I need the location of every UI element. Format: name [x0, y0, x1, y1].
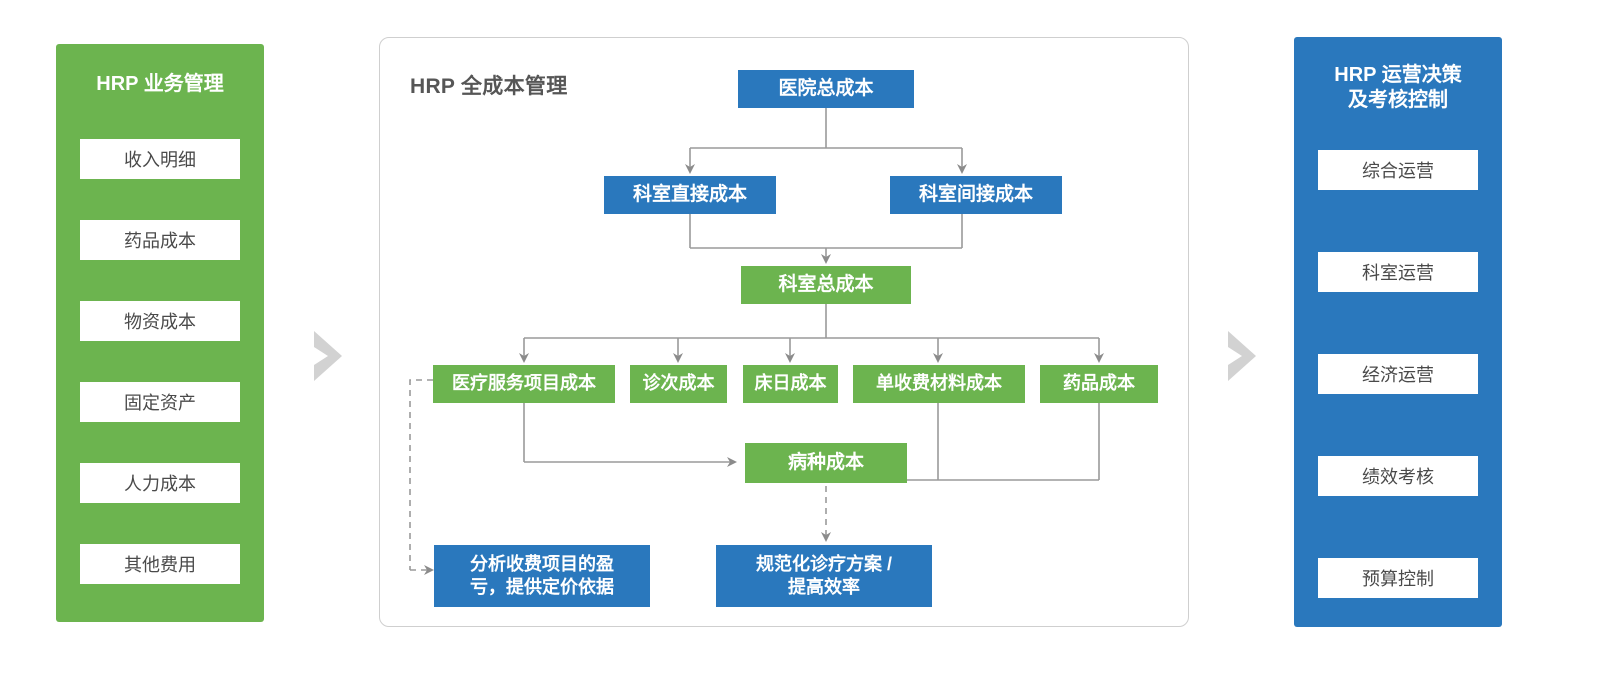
node-outcome-standard-pathway[interactable]: 规范化诊疗方案 / 提高效率	[716, 545, 932, 607]
node-dept-direct-cost[interactable]: 科室直接成本	[604, 176, 776, 214]
left-panel-item-1[interactable]: 药品成本	[80, 220, 240, 260]
left-panel-item-label: 收入明细	[124, 150, 196, 170]
node-chargeable-material-cost[interactable]: 单收费材料成本	[853, 365, 1025, 403]
right-panel-item-0[interactable]: 综合运营	[1318, 150, 1478, 190]
left-panel: HRP 业务管理 收入明细药品成本物资成本固定资产人力成本其他费用	[56, 44, 264, 622]
node-disease-cost[interactable]: 病种成本	[745, 443, 907, 483]
center-panel-title: HRP 全成本管理	[410, 75, 568, 98]
node-visit-cost[interactable]: 诊次成本	[630, 365, 727, 403]
right-panel-title: HRP 运营决策 及考核控制	[1334, 64, 1462, 111]
left-panel-item-5[interactable]: 其他费用	[80, 544, 240, 584]
node-hospital-total-cost[interactable]: 医院总成本	[738, 70, 914, 108]
right-panel-item-2[interactable]: 经济运营	[1318, 354, 1478, 394]
chevron-right-icon-2	[1222, 325, 1262, 387]
right-panel: HRP 运营决策 及考核控制 综合运营科室运营经济运营绩效考核预算控制	[1294, 37, 1502, 627]
right-panel-item-3[interactable]: 绩效考核	[1318, 456, 1478, 496]
right-panel-item-label: 经济运营	[1362, 365, 1434, 385]
right-panel-item-label: 综合运营	[1362, 161, 1434, 181]
node-medical-service-item-cost[interactable]: 医疗服务项目成本	[433, 365, 615, 403]
right-panel-item-label: 绩效考核	[1362, 467, 1434, 487]
left-panel-item-label: 人力成本	[124, 474, 196, 494]
left-panel-title: HRP 业务管理	[96, 73, 224, 95]
node-bed-day-cost[interactable]: 床日成本	[743, 365, 838, 403]
left-panel-item-label: 药品成本	[124, 231, 196, 251]
left-panel-item-label: 其他费用	[124, 555, 196, 575]
node-outcome-pricing-analysis[interactable]: 分析收费项目的盈 亏，提供定价依据	[434, 545, 650, 607]
node-drug-cost[interactable]: 药品成本	[1040, 365, 1158, 403]
left-panel-item-label: 物资成本	[124, 312, 196, 332]
left-panel-item-3[interactable]: 固定资产	[80, 382, 240, 422]
right-panel-item-label: 预算控制	[1362, 569, 1434, 589]
node-dept-indirect-cost[interactable]: 科室间接成本	[890, 176, 1062, 214]
left-panel-item-4[interactable]: 人力成本	[80, 463, 240, 503]
chevron-right-icon	[308, 325, 348, 387]
right-panel-item-1[interactable]: 科室运营	[1318, 252, 1478, 292]
left-panel-item-label: 固定资产	[124, 393, 196, 413]
center-panel	[379, 37, 1189, 627]
left-panel-item-0[interactable]: 收入明细	[80, 139, 240, 179]
right-panel-item-4[interactable]: 预算控制	[1318, 558, 1478, 598]
left-panel-item-2[interactable]: 物资成本	[80, 301, 240, 341]
node-dept-total-cost[interactable]: 科室总成本	[741, 266, 911, 304]
right-panel-item-label: 科室运营	[1362, 263, 1434, 283]
